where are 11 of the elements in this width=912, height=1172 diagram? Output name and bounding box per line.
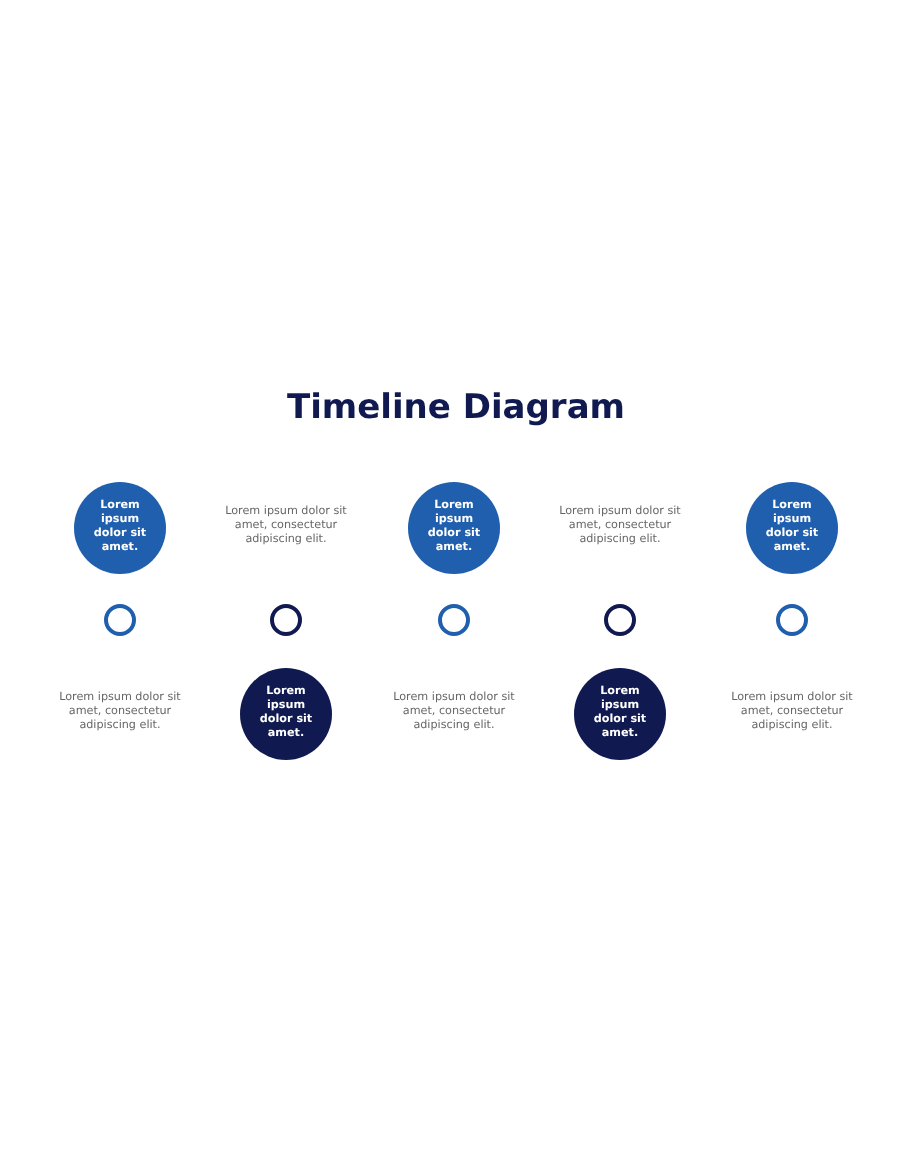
timeline-marker: [270, 604, 302, 636]
milestone-circle: [574, 668, 666, 760]
timeline-marker: [104, 604, 136, 636]
milestone-circle: [74, 482, 166, 574]
milestone-circle: [746, 482, 838, 574]
timeline-marker: [776, 604, 808, 636]
timeline-marker: [438, 604, 470, 636]
title: Timeline Diagram: [284, 388, 628, 428]
milestone-circle: [408, 482, 500, 574]
milestone-circle: [240, 668, 332, 760]
timeline-marker: [604, 604, 636, 636]
